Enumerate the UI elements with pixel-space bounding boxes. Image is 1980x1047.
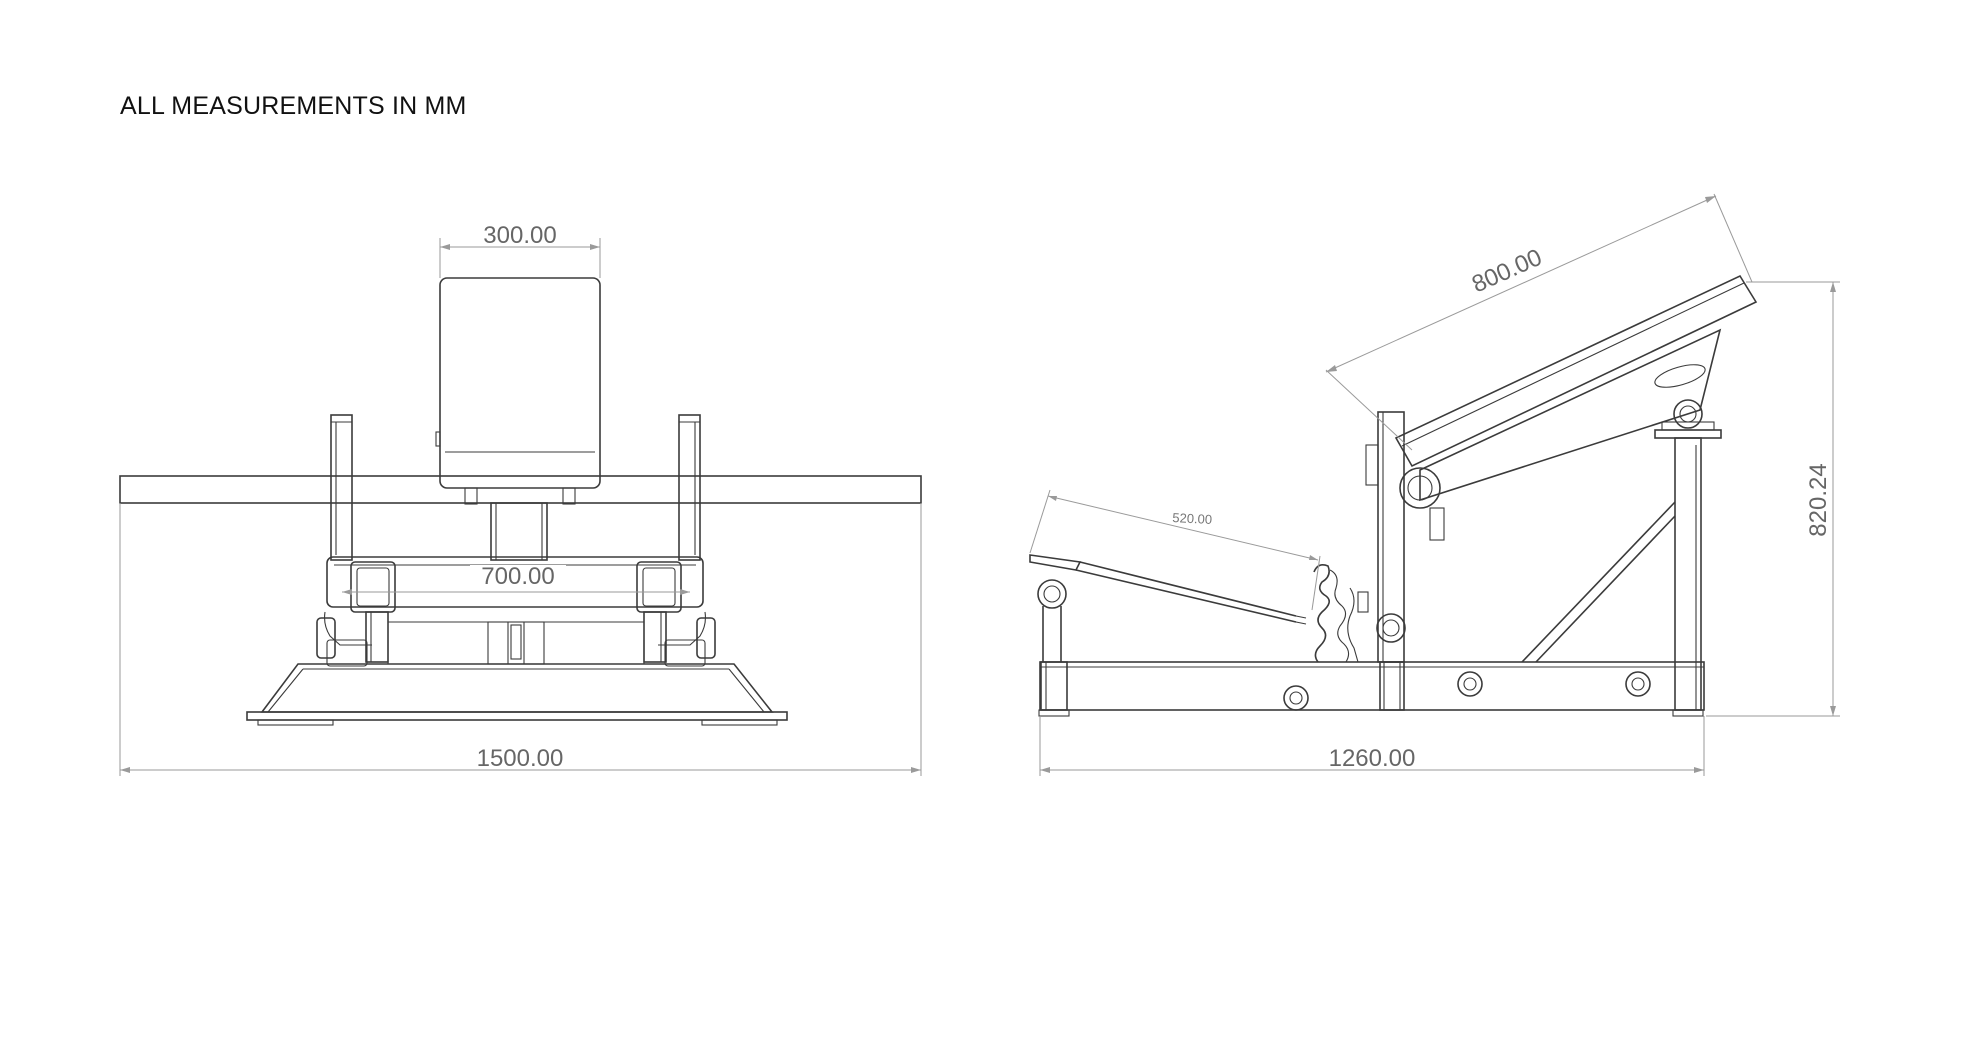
dim-seat-width: 300.00 <box>483 222 556 249</box>
side-rear-post <box>1674 437 1702 711</box>
front-seat-stem <box>490 502 548 561</box>
side-dimensions: 800.00 520.00 1260.00 820.24 <box>1029 193 1840 776</box>
front-dimensions: 300.00 700.00 1500.00 <box>119 222 922 776</box>
dim-frame-width: 700.00 <box>481 563 554 590</box>
front-right-upright <box>678 414 701 561</box>
front-carriage <box>326 556 704 608</box>
front-left-upright <box>330 414 353 561</box>
front-base-platform <box>260 663 774 713</box>
side-back-pad <box>1394 274 1758 468</box>
side-adjustment-cam <box>1313 564 1330 663</box>
front-base-rail <box>246 711 788 721</box>
front-bar <box>119 475 922 504</box>
measurement-note: ALL MEASUREMENTS IN MM <box>120 92 467 120</box>
dim-foot-plate-length: 520.00 <box>1172 510 1212 527</box>
dim-total-height: 820.24 <box>1805 463 1832 536</box>
side-base-frame <box>1039 661 1705 711</box>
side-pad-frame <box>1419 328 1722 502</box>
front-view <box>119 277 922 726</box>
side-view <box>1029 274 1758 717</box>
side-central-upright <box>1377 411 1405 663</box>
dim-total-width: 1500.00 <box>477 745 564 772</box>
side-foot-plate <box>1029 554 1082 571</box>
front-seat-pad <box>439 277 601 489</box>
dim-total-length: 1260.00 <box>1329 745 1416 772</box>
